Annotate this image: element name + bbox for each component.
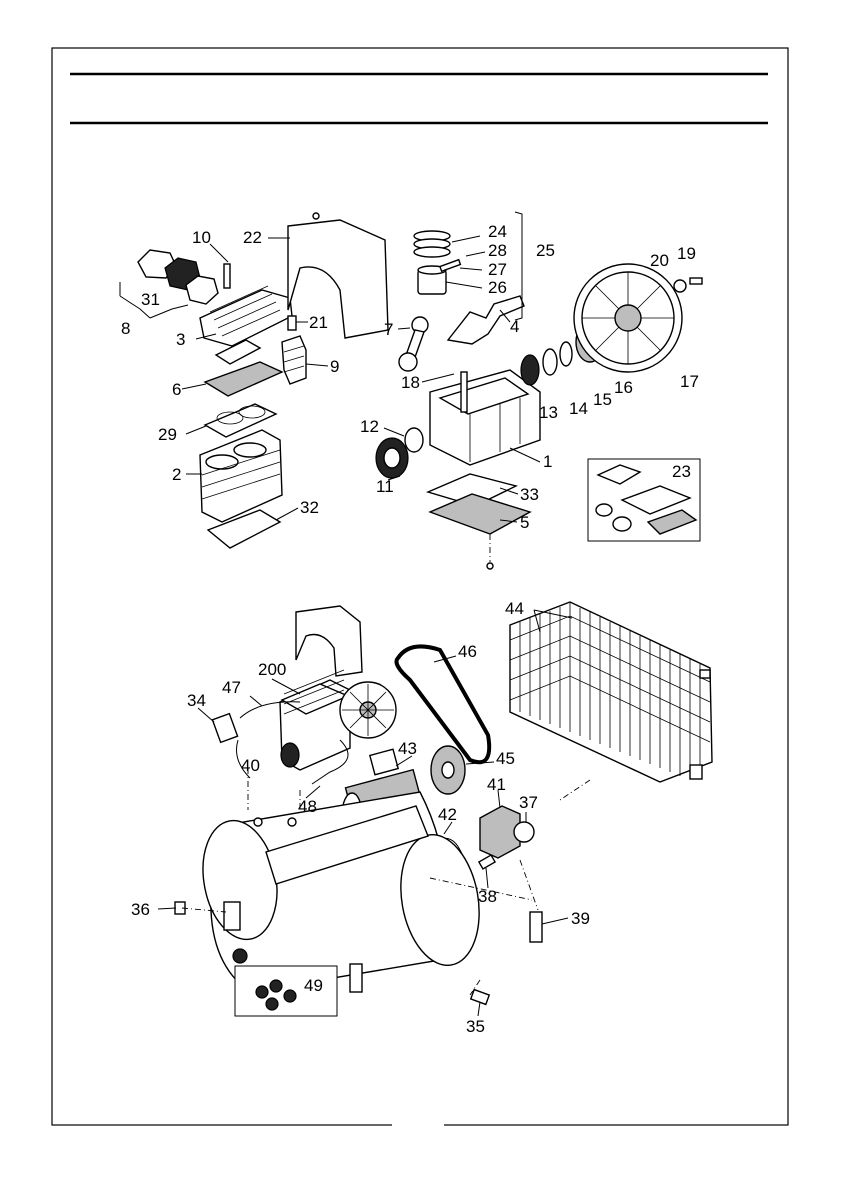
callout-4: 4 — [510, 317, 519, 336]
callout-42: 42 — [438, 805, 457, 824]
callout-24: 24 — [488, 222, 507, 241]
pressure-gauge-icon — [514, 822, 534, 842]
callout-5: 5 — [520, 513, 529, 532]
callout-16: 16 — [614, 378, 633, 397]
callout-8: 8 — [121, 319, 130, 338]
sump-plate-icon — [430, 494, 530, 534]
valve-block-icon — [282, 316, 306, 384]
callout-33: 33 — [520, 485, 539, 504]
callout-20: 20 — [650, 251, 669, 270]
callout-26: 26 — [488, 278, 507, 297]
callout-28: 28 — [488, 241, 507, 260]
callout-18: 18 — [401, 373, 420, 392]
piston-icon — [414, 231, 460, 294]
flywheel-fan-icon — [376, 438, 408, 478]
callout-41: 41 — [487, 775, 506, 794]
callout-3: 3 — [176, 330, 185, 349]
callout-14: 14 — [569, 399, 588, 418]
callout-43: 43 — [398, 739, 417, 758]
callout-22: 22 — [243, 228, 262, 247]
motor-pulley-icon — [431, 746, 465, 794]
page-number-gap — [392, 1120, 444, 1130]
callout-6: 6 — [172, 380, 181, 399]
callout-200: 200 — [258, 660, 286, 679]
flywheel-icon — [574, 264, 682, 372]
fan-shroud-icon — [288, 213, 388, 338]
connecting-rod-icon — [399, 317, 428, 371]
callout-11: 11 — [376, 477, 394, 496]
callout-31: 31 — [141, 290, 160, 309]
callout-32: 32 — [300, 498, 319, 517]
air-filter-icon — [120, 250, 218, 318]
callout-23: 23 — [672, 462, 691, 481]
callout-13: 13 — [539, 403, 558, 422]
callout-37: 37 — [519, 793, 538, 812]
callout-45: 45 — [496, 749, 515, 768]
callout-27: 27 — [488, 260, 507, 279]
pump-assembly-icon — [280, 606, 396, 770]
callout-46: 46 — [458, 642, 477, 661]
callout-49: 49 — [304, 976, 323, 995]
callout-15: 15 — [593, 390, 612, 409]
callout-21: 21 — [309, 313, 328, 332]
callout-47: 47 — [222, 678, 241, 697]
cylinder-icon — [200, 430, 282, 522]
callout-7: 7 — [384, 320, 393, 339]
callout-35: 35 — [466, 1017, 485, 1036]
callout-17: 17 — [680, 372, 699, 391]
callout-25: 25 — [536, 241, 555, 260]
crankcase-icon — [430, 370, 540, 465]
callout-2: 2 — [172, 465, 181, 484]
callout-10: 10 — [192, 228, 211, 247]
callout-36: 36 — [131, 900, 150, 919]
callout-48: 48 — [298, 797, 317, 816]
callout-34: 34 — [187, 691, 206, 710]
callout-40: 40 — [241, 756, 260, 775]
callout-39: 39 — [571, 909, 590, 928]
callout-44: 44 — [505, 599, 524, 618]
valve-plate-icon — [205, 362, 282, 396]
belt-guard-icon — [510, 602, 712, 782]
callout-9: 9 — [330, 357, 339, 376]
callout-29: 29 — [158, 425, 177, 444]
callout-19: 19 — [677, 244, 696, 263]
callout-12: 12 — [360, 417, 379, 436]
callout-38: 38 — [478, 887, 497, 906]
callout-1: 1 — [543, 452, 552, 471]
bearing-icon — [521, 355, 539, 385]
